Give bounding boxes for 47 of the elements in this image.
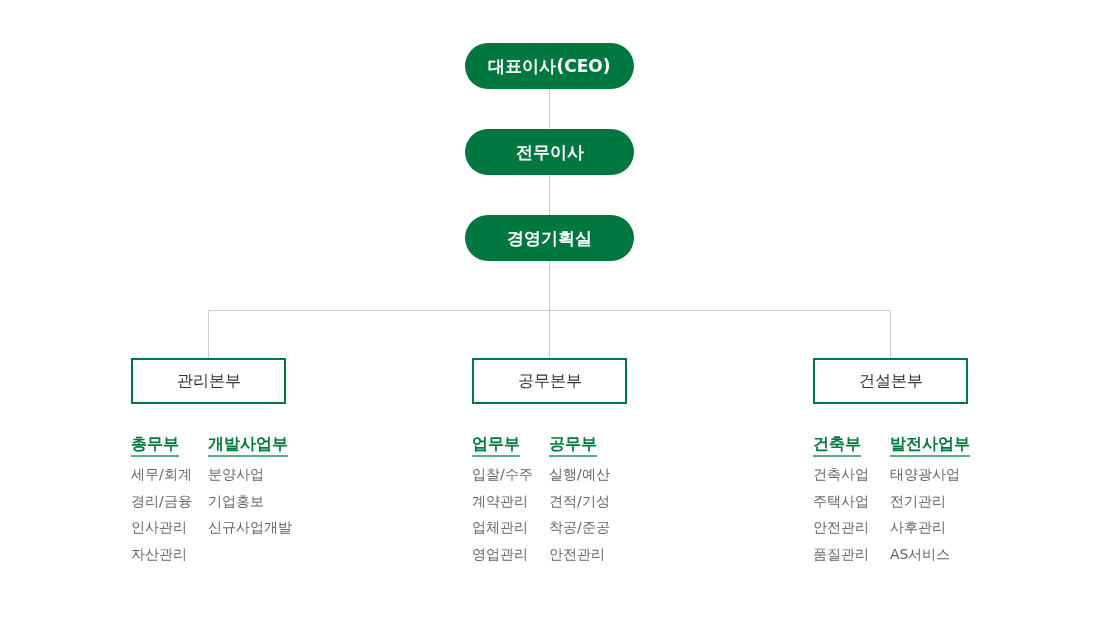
duty-item: 인사관리: [131, 518, 187, 537]
duty-item: 태양광사업: [890, 465, 960, 484]
connector-line: [549, 310, 550, 359]
division-box: [813, 358, 968, 404]
department-heading: 개발사업부: [208, 434, 288, 457]
duty-item: 세무/회계: [131, 465, 192, 484]
department-heading: 공무부: [549, 434, 597, 457]
duty-item: 품질관리: [813, 544, 869, 564]
duty-item: 견적/기성: [549, 491, 610, 511]
connector-line: [549, 88, 550, 130]
duty-item: 전기관리: [890, 491, 946, 511]
executive-pill: [465, 129, 634, 175]
role-title: 전무이사: [515, 140, 584, 164]
division-title: 건설본부: [858, 370, 923, 392]
duty-item: 입찰/수주: [472, 465, 533, 484]
connector-line: [208, 310, 550, 359]
duty-item: 자산관리: [131, 544, 187, 564]
duty-item: 분양사업: [208, 465, 264, 484]
department-heading: 업무부: [472, 434, 520, 457]
division-title: 관리본부: [176, 370, 241, 392]
division-title: 공무본부: [517, 370, 582, 392]
duty-item: 착공/준공: [549, 518, 610, 537]
duty-item: 영업관리: [472, 544, 528, 564]
department-heading: 총무부: [131, 434, 179, 457]
duty-item: 기업홍보: [208, 491, 264, 511]
duty-item: 주택사업: [813, 491, 869, 511]
department-heading: 건축부: [813, 434, 861, 457]
connector-line: [549, 310, 891, 359]
department-heading: 발전사업부: [890, 434, 970, 457]
duty-item: 경리/금융: [131, 491, 192, 511]
duty-item: 안전관리: [813, 518, 869, 537]
executive-pill: [465, 215, 634, 261]
role-title: 경영기획실: [507, 226, 592, 250]
connector-line: [549, 260, 550, 311]
division-box: [472, 358, 627, 404]
role-title: 대표이사(CEO): [488, 54, 611, 78]
duty-item: 사후관리: [890, 518, 946, 537]
duty-item: 안전관리: [549, 544, 605, 564]
duty-item: 계약관리: [472, 491, 528, 511]
connector-line: [549, 174, 550, 216]
duty-item: 건축사업: [813, 465, 869, 484]
duty-item: 실행/예산: [549, 465, 610, 484]
executive-pill: [465, 43, 634, 89]
duty-item: AS서비스: [890, 544, 951, 564]
division-box: [131, 358, 286, 404]
duty-item: 업체관리: [472, 518, 528, 537]
duty-item: 신규사업개발: [208, 518, 292, 537]
